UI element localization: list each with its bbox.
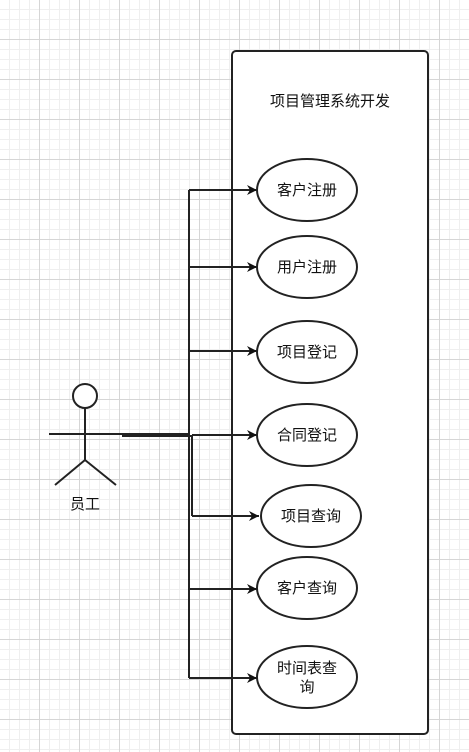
use-case-timesheet-query[interactable] xyxy=(256,645,358,709)
actor-left-leg xyxy=(54,459,86,486)
actor-head xyxy=(72,383,98,409)
system-boundary[interactable] xyxy=(231,50,429,735)
actor-label: 员工 xyxy=(70,495,100,513)
use-case-label: 客户查询 xyxy=(277,579,337,597)
use-case-label: 用户注册 xyxy=(277,258,337,276)
use-case-label-line1: 时间表查 xyxy=(277,659,337,677)
use-case-label: 项目登记 xyxy=(277,343,337,361)
association-arrows xyxy=(189,185,259,683)
use-case-label: 合同登记 xyxy=(277,426,337,444)
use-case-contract-registration[interactable] xyxy=(256,403,358,467)
actor-right-leg xyxy=(84,459,117,486)
use-case-project-registration[interactable] xyxy=(256,320,358,384)
actor-employee[interactable] xyxy=(49,383,122,486)
use-case-user-registration[interactable] xyxy=(256,235,358,299)
system-title: 项目管理系统开发 xyxy=(270,92,390,110)
use-case-label: 客户注册 xyxy=(277,181,337,199)
use-case-project-query[interactable] xyxy=(260,484,362,548)
use-case-label: 项目查询 xyxy=(281,507,341,525)
use-case-label-line2: 询 xyxy=(299,678,314,696)
use-case-customer-query[interactable] xyxy=(256,556,358,620)
use-case-customer-registration[interactable] xyxy=(256,158,358,222)
connector-lines xyxy=(122,190,193,678)
